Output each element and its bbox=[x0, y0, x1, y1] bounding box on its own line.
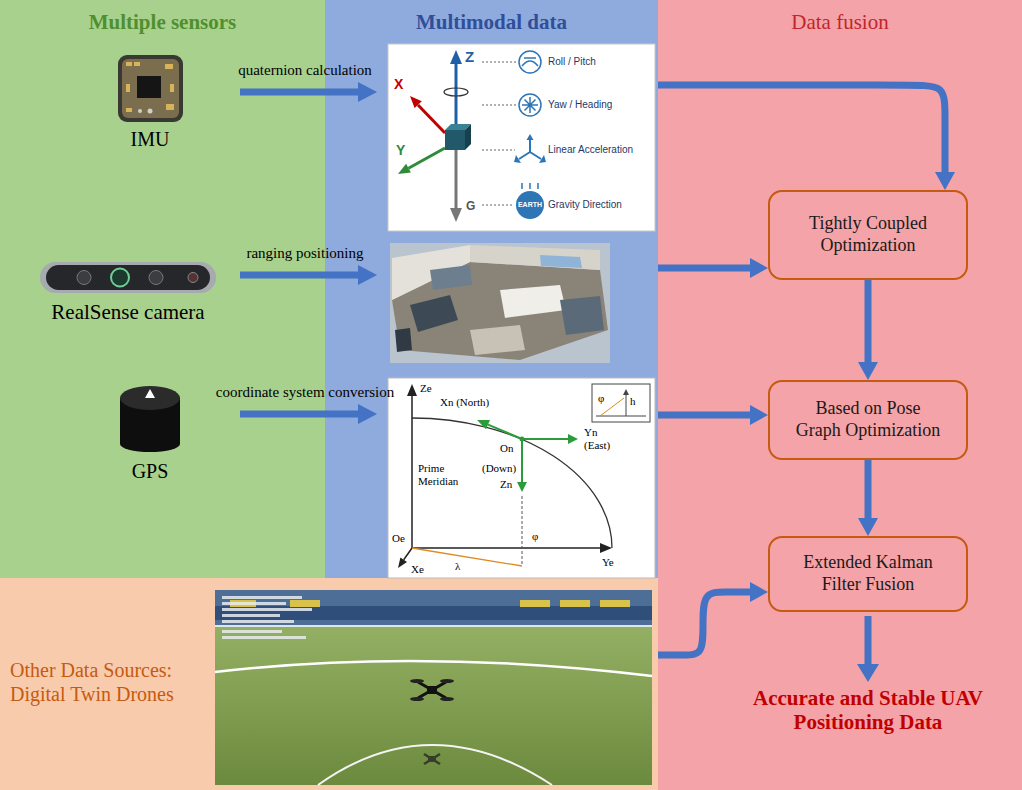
box-label: Based on Pose Graph Optimization bbox=[792, 398, 944, 441]
coordinate-label: Xe bbox=[411, 563, 424, 576]
coordinate-label: Prime Meridian bbox=[418, 462, 466, 487]
label-anchor: λ bbox=[455, 560, 460, 573]
coordinate-label: λ bbox=[455, 560, 460, 573]
arrow-label: quaternion calculation bbox=[238, 62, 372, 79]
imu-sensor-photo bbox=[118, 55, 183, 122]
label-anchor: Ze bbox=[420, 382, 432, 395]
axis-label: G bbox=[466, 200, 475, 214]
label-anchor: Oe bbox=[392, 532, 405, 545]
label-anchor: Y bbox=[396, 142, 405, 158]
label-anchor: Accurate and Stable UAV Positioning Data bbox=[751, 686, 986, 734]
flow-arrow bbox=[658, 592, 750, 655]
axis-label: Y bbox=[396, 142, 405, 158]
label-anchor: Ye bbox=[602, 556, 614, 569]
label-anchor: h bbox=[630, 395, 636, 408]
sensor-name: RealSense camera bbox=[51, 300, 204, 324]
label-anchor: φ bbox=[532, 530, 538, 543]
coordinate-label: Xn (North) bbox=[440, 396, 489, 409]
coordinate-label: (Down) bbox=[482, 462, 516, 475]
label-anchor: Xe bbox=[411, 563, 424, 576]
label-anchor: GPS bbox=[132, 460, 169, 483]
icon-label: EARTH bbox=[518, 201, 542, 209]
box-label: Extended Kalman Filter Fusion bbox=[792, 552, 944, 595]
box-label: Tightly Coupled Optimization bbox=[792, 213, 944, 256]
label-anchor: Yaw / Heading bbox=[548, 99, 612, 111]
coordinate-label: Ze bbox=[420, 382, 432, 395]
panel-heading: Data fusion bbox=[658, 10, 1022, 35]
axis-label: X bbox=[394, 76, 403, 92]
coordinate-label: h bbox=[630, 395, 636, 408]
point-cloud-map bbox=[390, 243, 610, 363]
legend-label: Yaw / Heading bbox=[548, 99, 612, 111]
axis-label: Z bbox=[465, 48, 474, 65]
arrow-label: ranging positioning bbox=[246, 245, 363, 262]
label-anchor: coordinate system conversion bbox=[216, 384, 394, 401]
legend-label: Gravity Direction bbox=[548, 199, 622, 211]
label-anchor: Linear Acceleration bbox=[548, 144, 633, 156]
label-anchor: X bbox=[394, 76, 403, 92]
sensor-name: GPS bbox=[132, 460, 169, 483]
coordinate-label: On bbox=[500, 442, 513, 455]
label-anchor: RealSense camera bbox=[51, 300, 204, 324]
arrow-label: coordinate system conversion bbox=[216, 384, 394, 401]
label-anchor: On bbox=[500, 442, 513, 455]
label-anchor: ranging positioning bbox=[246, 245, 363, 262]
coordinate-label: φ bbox=[532, 530, 538, 543]
gps-receiver-photo bbox=[120, 386, 180, 452]
legend-label: Linear Acceleration bbox=[548, 144, 633, 156]
legend-label: Roll / Pitch bbox=[548, 56, 596, 68]
label-anchor: (Down) bbox=[482, 462, 516, 475]
result-text: Accurate and Stable UAV Positioning Data bbox=[751, 686, 986, 734]
coordinate-label: φ bbox=[598, 392, 604, 405]
process-box: Based on Pose Graph Optimization bbox=[768, 380, 968, 460]
label-anchor: G bbox=[466, 200, 475, 214]
label-anchor: quaternion calculation bbox=[238, 62, 372, 79]
label-anchor: Roll / Pitch bbox=[548, 56, 596, 68]
coordinate-label: Zn bbox=[500, 478, 512, 491]
label-anchor: φ bbox=[598, 392, 604, 405]
flow-arrow bbox=[865, 460, 872, 518]
process-box: Extended Kalman Filter Fusion bbox=[768, 536, 968, 612]
label-anchor: Yn (East) bbox=[584, 426, 622, 451]
label-anchor: Zn bbox=[500, 478, 512, 491]
label-anchor: Xn (North) bbox=[440, 396, 489, 409]
coordinate-label: Oe bbox=[392, 532, 405, 545]
label-anchor: Prime Meridian bbox=[418, 462, 466, 487]
panel-heading: Multiple sensors bbox=[0, 10, 325, 35]
flow-arrow bbox=[658, 85, 945, 172]
label-anchor: IMU bbox=[131, 128, 170, 151]
panel-heading: Multimodal data bbox=[325, 10, 658, 35]
flow-arrow bbox=[865, 280, 872, 362]
digital-twin-screenshot bbox=[215, 590, 652, 785]
imu-axes-figure bbox=[388, 44, 655, 231]
label-anchor: Z bbox=[465, 48, 474, 65]
sensor-name: IMU bbox=[131, 128, 170, 151]
flow-arrow bbox=[658, 265, 750, 272]
label-anchor: EARTH bbox=[518, 201, 542, 209]
panel-heading: Other Data Sources: Digital Twin Drones bbox=[10, 658, 210, 706]
band-panel: Data fusionTightly Coupled OptimizationB… bbox=[658, 0, 1022, 790]
flow-arrow bbox=[658, 412, 750, 419]
coordinate-label: Yn (East) bbox=[584, 426, 622, 451]
label-anchor: Gravity Direction bbox=[548, 199, 622, 211]
coordinate-frame-figure bbox=[388, 378, 655, 578]
realsense-camera-photo bbox=[40, 262, 216, 293]
process-box: Tightly Coupled Optimization bbox=[768, 190, 968, 280]
coordinate-label: Ye bbox=[602, 556, 614, 569]
